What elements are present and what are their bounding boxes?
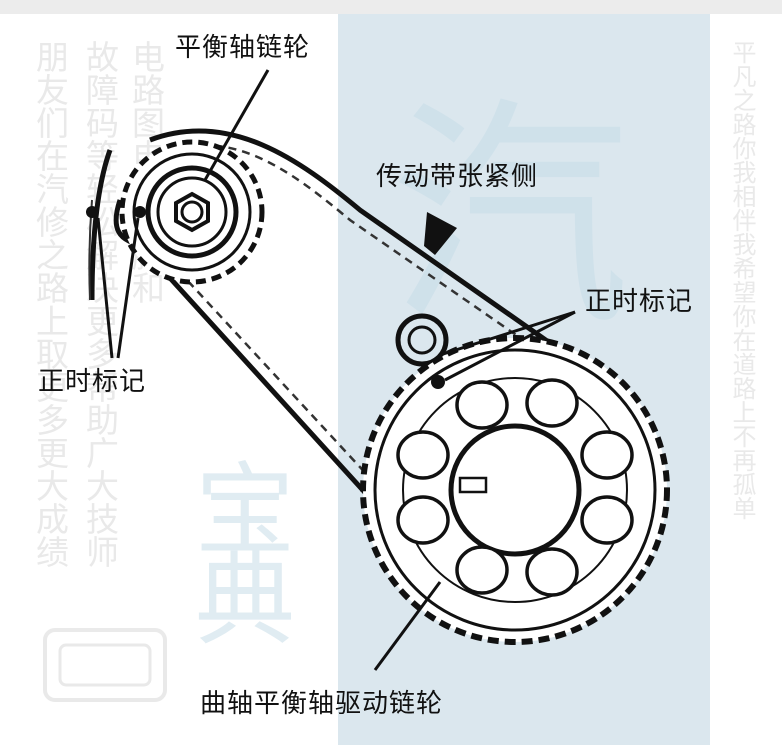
crank-timing-dot [431,375,445,389]
watermark-char-4: 典 [195,542,295,659]
watermark-char-3: 宝 [195,452,295,569]
label-balance-shaft-sprocket: 平衡轴链轮 [175,33,310,63]
watermark-logo [43,628,167,702]
balance-shaft-sprocket [119,139,265,285]
left-support [86,149,113,301]
crankshaft-sprocket [360,335,670,645]
tension-side-marker [424,212,457,255]
label-belt-tension-side: 传动带张紧侧 [376,162,538,192]
balance-timing-dot [134,206,146,218]
watermark-left-col-2: 故障码等轻松解决更多帮助广大技师 [81,40,120,568]
watermark-right-col: 平凡之路你我相伴我希望你在道路上不再孤单 [728,40,756,520]
label-timing-mark-right: 正时标记 [585,287,693,317]
tensioner [395,313,449,367]
leader-lines [96,69,576,671]
top-bar [0,0,782,14]
label-crankshaft-drive-sprocket: 曲轴平衡轴驱动链轮 [200,689,443,719]
watermark-left-col-1: 朋友们在汽修之路上取更多更大成绩 [31,40,70,568]
label-timing-mark-left: 正时标记 [38,367,146,397]
